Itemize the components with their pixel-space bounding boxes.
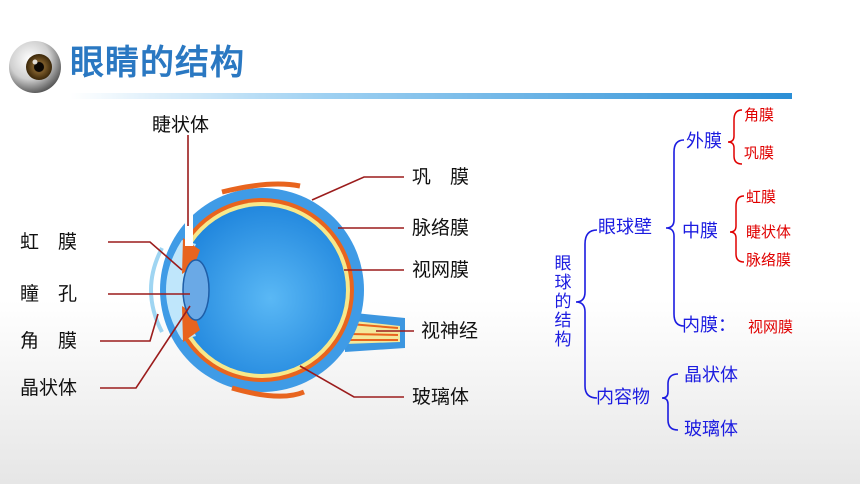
- leader-vitreous: [299, 365, 404, 398]
- leader-cornea: [100, 313, 159, 342]
- ciliary-body-iris-bottom: [182, 306, 200, 342]
- bracket-outer: [727, 109, 743, 165]
- leader-iris: [108, 241, 183, 271]
- tree-middle-item: 睫状体: [746, 223, 792, 241]
- lens: [182, 259, 210, 321]
- bracket-wall: [665, 139, 685, 327]
- ciliary-body-iris-top: [182, 238, 200, 274]
- label-pupil: 瞳 孔: [20, 283, 78, 305]
- label-sclera: 巩 膜: [412, 166, 470, 188]
- tree-middle-item: 脉络膜: [746, 251, 792, 269]
- tree-outer-item: 巩膜: [744, 144, 775, 162]
- bracket-middle: [729, 195, 745, 263]
- label-vitreous: 玻璃体: [412, 386, 470, 408]
- tree-middle-label: 中膜: [682, 221, 718, 242]
- background-gradient: [0, 300, 860, 484]
- label-cornea: 角 膜: [20, 330, 78, 352]
- label-ciliary-body: 睫状体: [152, 114, 210, 136]
- tree-wall-label: 眼球壁: [598, 217, 652, 238]
- label-iris: 虹 膜: [20, 231, 78, 253]
- bracket-root: [575, 229, 598, 399]
- label-retina: 视网膜: [412, 259, 470, 281]
- tree-root-label: 眼球的结构: [554, 254, 572, 350]
- tree-inner-label: 内膜：: [682, 315, 736, 336]
- page-title: 眼睛的结构: [70, 43, 245, 83]
- eyeball-icon: [9, 41, 61, 93]
- leader-lens: [100, 305, 191, 389]
- label-optic-nerve: 视神经: [421, 320, 479, 342]
- header-underline: [70, 93, 792, 99]
- tree-contents-item: 晶状体: [684, 365, 738, 386]
- label-choroid: 脉络膜: [412, 217, 470, 239]
- tree-contents-item: 玻璃体: [684, 419, 738, 440]
- tree-outer-item: 角膜: [744, 106, 775, 124]
- tree-middle-item: 虹膜: [746, 188, 777, 206]
- bracket-contents: [661, 373, 679, 431]
- tree-contents-label: 内容物: [596, 387, 650, 408]
- leader-sclera: [311, 176, 404, 201]
- tree-inner-item: 视网膜: [748, 318, 794, 336]
- vitreous-body: [178, 206, 346, 374]
- tree-outer-label: 外膜: [686, 131, 722, 152]
- label-lens: 晶状体: [20, 377, 78, 399]
- optic-nerve: [345, 312, 405, 352]
